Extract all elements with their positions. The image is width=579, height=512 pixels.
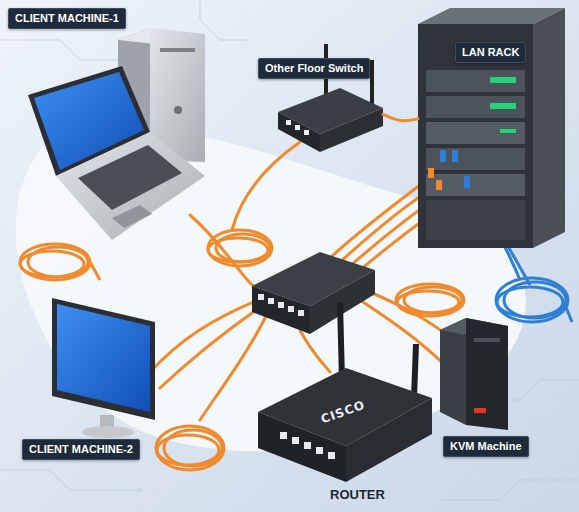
- device-label: KVM Machine: [443, 436, 529, 457]
- kvm-tower: [440, 318, 508, 430]
- device-label: LAN RACK: [455, 42, 526, 63]
- device-label: CLIENT MACHINE-1: [8, 8, 126, 29]
- monitor: [52, 298, 155, 438]
- device-label: Other Floor Switch: [258, 58, 370, 79]
- cables: [150, 142, 460, 420]
- laptop: [28, 66, 205, 240]
- device-label: CLIENT MACHINE-2: [22, 439, 140, 460]
- brand-label: CISCO: [319, 399, 366, 426]
- lan-rack: [418, 8, 565, 248]
- kvm-machine: KVM Machine: [440, 318, 557, 455]
- device-label: ROUTER: [330, 488, 385, 501]
- central-switch: [252, 252, 375, 334]
- lan-rack: LAN RACK: [418, 8, 565, 248]
- router: [258, 302, 432, 482]
- floor-switch: Other Floor Switch: [258, 58, 383, 155]
- network-cable: [383, 114, 418, 120]
- router: CISCO ROUTER: [258, 300, 432, 506]
- client-machine: CLIENT MACHINE-1: [8, 8, 210, 240]
- client-machine: CLIENT MACHINE-2: [22, 295, 157, 458]
